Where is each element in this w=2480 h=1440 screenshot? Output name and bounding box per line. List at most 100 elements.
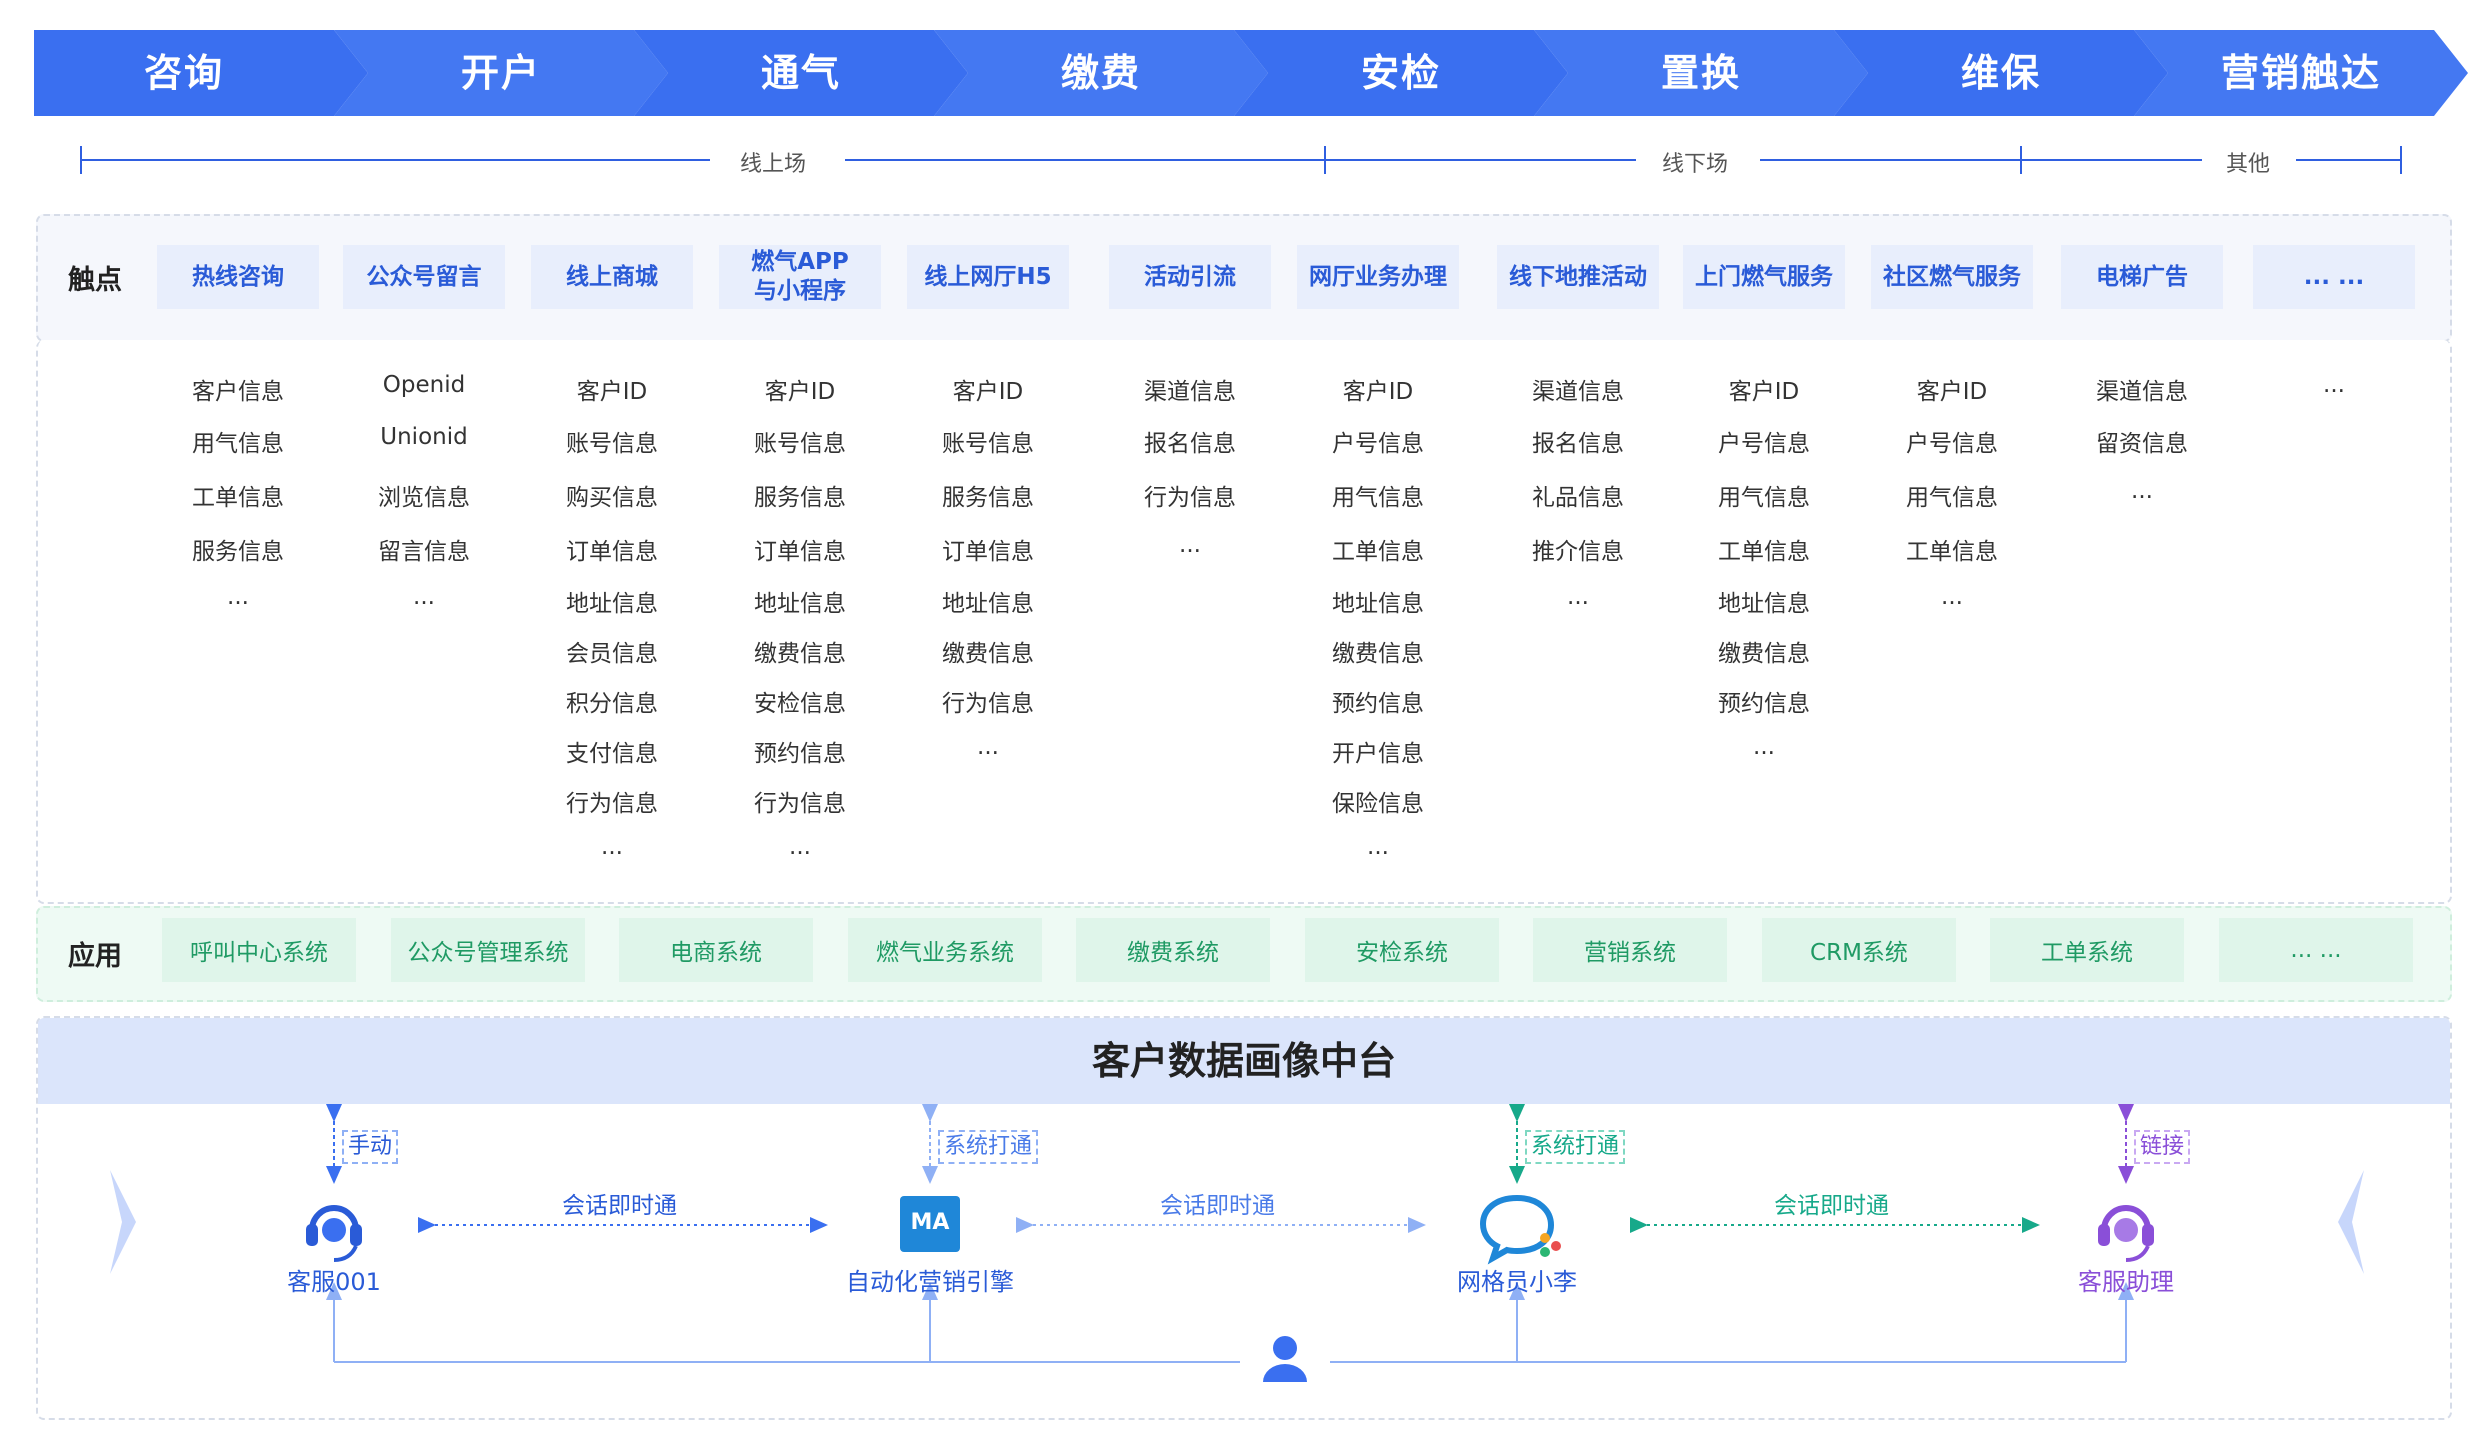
session-label-1: 会话即时通	[562, 1193, 677, 1219]
info-item: ...	[789, 834, 811, 860]
info-item: ...	[977, 734, 999, 760]
touchpoint-item[interactable]: 电梯广告	[2061, 245, 2223, 309]
application-item[interactable]: 燃气业务系统	[848, 918, 1042, 982]
info-item: 订单信息	[942, 539, 1034, 565]
info-item: ...	[413, 584, 435, 610]
info-item: Openid	[382, 372, 466, 398]
touchpoint-item[interactable]: 线上商城	[531, 245, 693, 309]
info-item: 浏览信息	[378, 485, 470, 511]
session-label-2: 会话即时通	[1160, 1193, 1275, 1219]
stage-label: 通气	[760, 51, 841, 95]
info-item: 订单信息	[566, 539, 658, 565]
info-item: 工单信息	[1718, 539, 1810, 565]
info-item: 缴费信息	[942, 641, 1034, 667]
timeline-line	[80, 159, 710, 161]
touchpoint-item[interactable]: 线上网厅H5	[907, 245, 1069, 309]
info-item: 户号信息	[1906, 431, 1998, 457]
timeline-offline-label: 线下场	[1662, 152, 1729, 177]
info-item: 报名信息	[1144, 431, 1236, 457]
info-item: 会员信息	[566, 641, 658, 667]
info-item: 留资信息	[2096, 431, 2188, 457]
info-item: 地址信息	[754, 591, 846, 617]
info-item: ...	[1367, 834, 1389, 860]
timeline-other-label: 其他	[2226, 152, 2271, 177]
info-item: 渠道信息	[1144, 379, 1236, 405]
info-item: 推介信息	[1532, 539, 1624, 565]
info-item: 地址信息	[942, 591, 1034, 617]
info-item: 留言信息	[378, 539, 470, 565]
touchpoint-item[interactable]: 活动引流	[1109, 245, 1271, 309]
touchpoint-item[interactable]: 上门燃气服务	[1683, 245, 1845, 309]
info-item: 缴费信息	[1718, 641, 1810, 667]
touchpoint-item[interactable]: 热线咨询	[157, 245, 319, 309]
stage-label: 开户	[460, 51, 541, 95]
info-item: 客户ID	[576, 379, 648, 405]
info-item: 用气信息	[1906, 485, 1998, 511]
info-item: ...	[1941, 584, 1963, 610]
process-stages: 咨询开户通气缴费安检置换维保营销触达	[34, 30, 2468, 116]
info-item: 地址信息	[1718, 591, 1810, 617]
application-item[interactable]: CRM系统	[1762, 918, 1956, 982]
info-item: 服务信息	[942, 485, 1034, 511]
stage-4: 缴费	[934, 30, 1268, 116]
application-item[interactable]: ... ...	[2219, 918, 2413, 982]
application-item[interactable]: 营销系统	[1533, 918, 1727, 982]
application-item[interactable]: 缴费系统	[1076, 918, 1270, 982]
info-item: 安检信息	[754, 691, 846, 717]
info-item: ...	[2131, 478, 2153, 504]
info-item: 服务信息	[192, 539, 284, 565]
touchpoint-item[interactable]: 燃气APP 与小程序	[719, 245, 881, 309]
platform-diagram	[110, 1104, 2364, 1382]
application-item[interactable]: 电商系统	[619, 918, 813, 982]
info-item: ...	[2323, 372, 2345, 398]
touchpoint-item[interactable]: 网厅业务办理	[1297, 245, 1459, 309]
chevron-left-icon	[110, 1170, 136, 1274]
timeline-tick	[2400, 146, 2402, 174]
stage-5: 安检	[1234, 30, 1568, 116]
info-item: 客户ID	[952, 379, 1024, 405]
info-item: 支付信息	[566, 741, 658, 767]
touchpoint-item[interactable]: 线下地推活动	[1497, 245, 1659, 309]
timeline-line	[845, 159, 1325, 161]
node-label-grid-worker: 网格员小李	[1457, 1268, 1577, 1296]
timeline-online-label: 线上场	[740, 152, 807, 177]
info-item: 购买信息	[566, 485, 658, 511]
info-item: 礼品信息	[1532, 485, 1624, 511]
node-label-agent: 客服001	[287, 1268, 381, 1296]
stage-label: 维保	[1960, 51, 2041, 95]
timeline-tick	[1324, 146, 1326, 174]
touchpoint-item[interactable]: 社区燃气服务	[1871, 245, 2033, 309]
touchpoint-item[interactable]: ... ...	[2253, 245, 2415, 309]
touchpoint-item[interactable]: 公众号留言	[343, 245, 505, 309]
timeline-line	[1326, 159, 1636, 161]
ma-icon-label: MA	[910, 1210, 950, 1235]
headset-icon	[306, 1205, 362, 1262]
info-item: 户号信息	[1718, 431, 1810, 457]
tag-link: 链接	[2134, 1130, 2191, 1164]
info-item: 账号信息	[942, 431, 1034, 457]
application-item[interactable]: 呼叫中心系统	[162, 918, 356, 982]
application-item[interactable]: 安检系统	[1305, 918, 1499, 982]
info-item: 户号信息	[1332, 431, 1424, 457]
stage-label: 安检	[1360, 51, 1441, 95]
info-item: 积分信息	[566, 691, 658, 717]
info-item: 用气信息	[1718, 485, 1810, 511]
application-item[interactable]: 公众号管理系统	[391, 918, 585, 982]
info-item: 行为信息	[754, 791, 846, 817]
ma-icon	[900, 1196, 960, 1252]
info-item: 工单信息	[192, 485, 284, 511]
stage-label: 咨询	[143, 51, 224, 95]
platform-title: 客户数据画像中台	[38, 1018, 2450, 1104]
application-item[interactable]: 工单系统	[1990, 918, 2184, 982]
info-item: ...	[601, 834, 623, 860]
info-item: 用气信息	[192, 431, 284, 457]
tag-system-grid: 系统打通	[1525, 1130, 1626, 1164]
session-label-3: 会话即时通	[1774, 1193, 1889, 1219]
stage-8: 营销触达	[2134, 30, 2468, 116]
info-item: 行为信息	[942, 691, 1034, 717]
info-item: 预约信息	[1718, 691, 1810, 717]
info-item: 客户ID	[1916, 379, 1988, 405]
info-item: 订单信息	[754, 539, 846, 565]
info-item: 行为信息	[566, 791, 658, 817]
stage-1: 咨询	[34, 30, 368, 116]
